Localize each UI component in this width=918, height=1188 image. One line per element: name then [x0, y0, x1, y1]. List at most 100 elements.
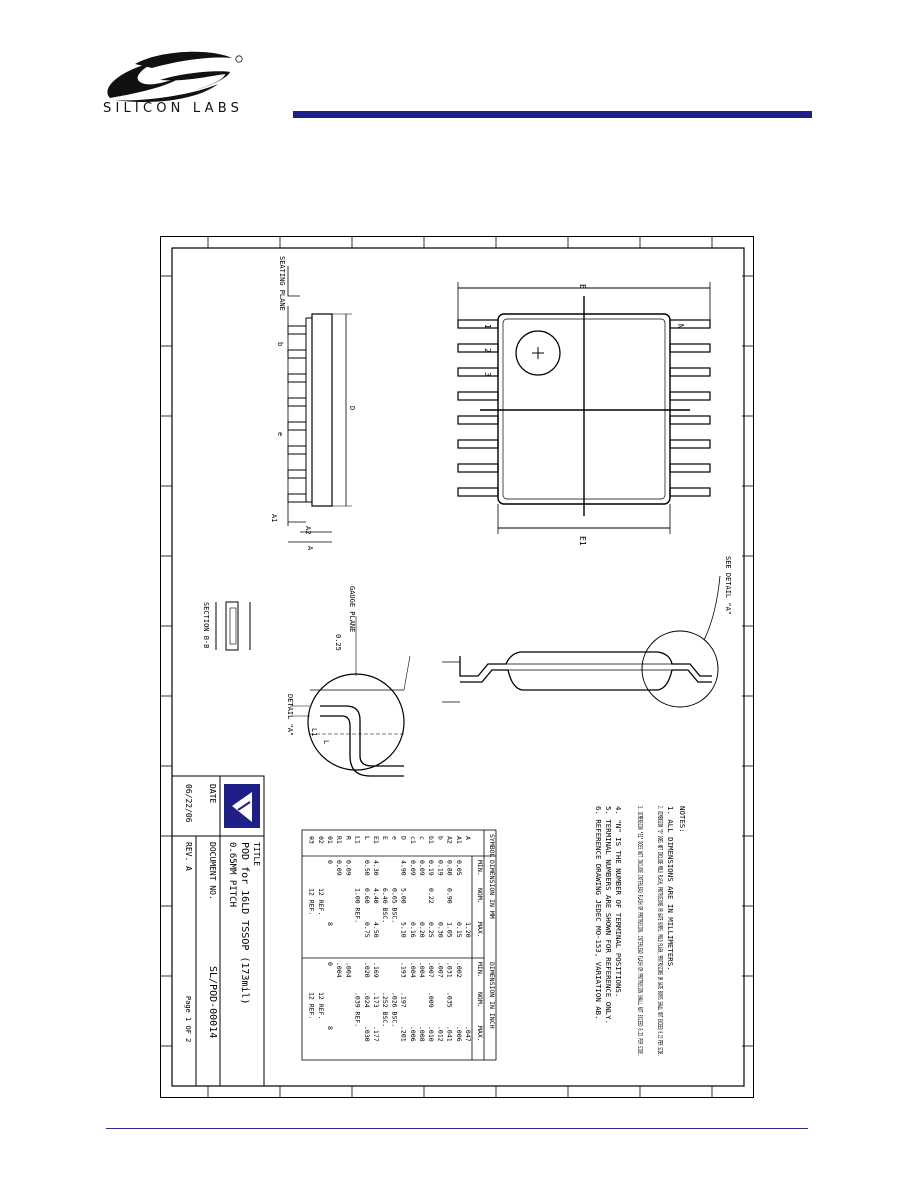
- pin-3-label: 3: [483, 372, 492, 377]
- dim-label-b: b: [276, 342, 284, 346]
- table-cell: 0.09: [344, 860, 352, 876]
- table-cell: .031: [446, 962, 454, 978]
- note-5: 5. TERMINAL NUMBERS ARE SHOWN FOR REFERE…: [604, 806, 613, 1024]
- table-cell: 0.16: [409, 922, 417, 938]
- silicon-labs-logo: [107, 51, 243, 103]
- notes-block: NOTES: 1. ALL DIMENSIONS ARE IN MILLIMET…: [594, 806, 687, 1056]
- table-subheader: MAX.: [476, 1026, 484, 1042]
- table-subheader: NOM.: [476, 888, 484, 904]
- table-cell: .197: [400, 992, 408, 1008]
- page-number: Page 1 OF 2: [184, 996, 192, 1042]
- note-2: 2. DIMENSION "D" DOES NOT INCLUDE MOLD F…: [656, 806, 665, 1056]
- table-cell: .169: [372, 962, 380, 978]
- package-outline-drawing: E E1 1 2 3 N SEATING PLANE D b e A1 A2 A: [160, 236, 754, 1098]
- frame-ticks: [160, 236, 754, 1098]
- title-block-text: TITLE POD for 16LD TSSOP (173mil) 0.65MM…: [184, 784, 261, 1042]
- table-cell: .039 REF.: [354, 992, 362, 1027]
- table-cell: 0.15: [455, 922, 463, 938]
- table-cell: 12 REF.: [317, 888, 325, 915]
- dim-label-a: A: [306, 546, 314, 551]
- table-cell: 1.05: [446, 922, 454, 938]
- table-cell: 0: [326, 860, 334, 864]
- footer-line: [106, 1128, 808, 1129]
- table-subheader: NOM.: [476, 992, 484, 1008]
- section-bb-view: [215, 601, 251, 651]
- table-cell-symbol: E: [381, 836, 389, 840]
- table-cell-symbol: A1: [455, 836, 463, 844]
- table-cell: 4.50: [372, 922, 380, 938]
- note-3: 3. DIMENSION "E1" DOES NOT INCLUDE INTER…: [636, 806, 645, 1056]
- dim-label-e1: E1: [578, 536, 587, 546]
- table-header-mm: DIMENSION IN MM: [488, 860, 496, 919]
- dimension-table: [301, 829, 497, 1061]
- table-cell: 0.05: [455, 860, 463, 876]
- detail-a-label: DETAIL "A": [286, 694, 294, 736]
- table-cell: .004: [335, 962, 343, 978]
- table-subheader: MIN.: [476, 962, 484, 978]
- table-cell: 0.09: [335, 860, 343, 876]
- dim-label-e-width: E: [578, 284, 587, 289]
- table-cell: .009: [427, 992, 435, 1008]
- document-number-value: SL/POD-00014: [207, 966, 218, 1038]
- table-cell: .002: [455, 962, 463, 978]
- table-cell-symbol: θ3: [308, 836, 316, 844]
- detail-a-labels: GAUGE PLANE 0.25 DETAIL "A" L1 L: [286, 586, 356, 744]
- table-cell: .024: [363, 992, 371, 1008]
- table-cell-symbol: L1: [354, 836, 362, 844]
- table-cell: .193: [400, 962, 408, 978]
- table-cell: 4.30: [372, 860, 380, 876]
- table-cell: .010: [427, 1026, 435, 1042]
- date-value: 06/22/06: [184, 784, 193, 823]
- table-cell: .007: [436, 962, 444, 978]
- note-6: 6. REFERENCE DRAWING JEDEC MO-153, VARIA…: [594, 806, 603, 1020]
- table-cell: 1.20: [464, 922, 472, 938]
- table-cell: 1.00 REF.: [354, 888, 362, 923]
- table-cell: 8: [326, 922, 334, 926]
- table-cell: 0.22: [427, 888, 435, 904]
- gauge-value-label: 0.25: [334, 634, 342, 651]
- detail-a-view: [290, 616, 411, 777]
- table-cell: .030: [363, 1026, 371, 1042]
- table-cell: 0.60: [363, 888, 371, 904]
- table-cell: .008: [418, 1026, 426, 1042]
- side-view: [287, 266, 352, 543]
- dim-label-a1: A1: [270, 514, 278, 522]
- note-4: 4. "N" IS THE NUMBER OF TERMINAL POSITIO…: [614, 806, 623, 997]
- seating-plane-label: SEATING PLANE: [278, 256, 286, 311]
- table-cell: 4.40: [372, 888, 380, 904]
- table-cell: .012: [436, 1026, 444, 1042]
- table-cell-symbol: c1: [409, 836, 417, 844]
- end-view-labels: SEE DETAIL "A": [724, 556, 732, 615]
- table-subheader: MIN.: [476, 860, 484, 876]
- table-cell: 0.30: [436, 922, 444, 938]
- dim-label-l1: L1: [310, 728, 318, 736]
- table-header-inch: DIMENSION IN INCH: [488, 962, 496, 1029]
- table-cell: .007: [427, 962, 435, 978]
- dim-label-a2: A2: [304, 526, 312, 534]
- table-cell-symbol: A2: [446, 836, 454, 844]
- table-cell: .047: [464, 1026, 472, 1042]
- end-view: [442, 575, 721, 708]
- table-cell-symbol: e: [390, 836, 398, 840]
- table-cell: .035: [446, 992, 454, 1008]
- table-cell: 0.09: [409, 860, 417, 876]
- table-cell-symbol: R1: [335, 836, 343, 844]
- table-cell: 0.80: [446, 860, 454, 876]
- table-cell: 12 REF.: [308, 992, 316, 1019]
- dim-label-l: L: [322, 740, 330, 744]
- dim-label-d: D: [348, 406, 356, 410]
- drawing-svg: E E1 1 2 3 N SEATING PLANE D b e A1 A2 A: [160, 236, 754, 1098]
- table-cell: 8: [326, 1026, 334, 1030]
- table-cell: .177: [372, 1026, 380, 1042]
- table-cell: 0.09: [418, 860, 426, 876]
- table-cell: 6.40 BSC.: [381, 888, 389, 923]
- table-cell: 0.19: [427, 860, 435, 876]
- table-cell: 12 REF.: [317, 992, 325, 1019]
- table-cell: .004: [418, 962, 426, 978]
- table-cell: .173: [372, 992, 380, 1008]
- company-wordmark: SILICON LABS: [103, 101, 244, 116]
- table-cell: 0.90: [446, 888, 454, 904]
- gauge-plane-label: GAUGE PLANE: [348, 586, 356, 632]
- table-cell-symbol: L: [363, 836, 371, 840]
